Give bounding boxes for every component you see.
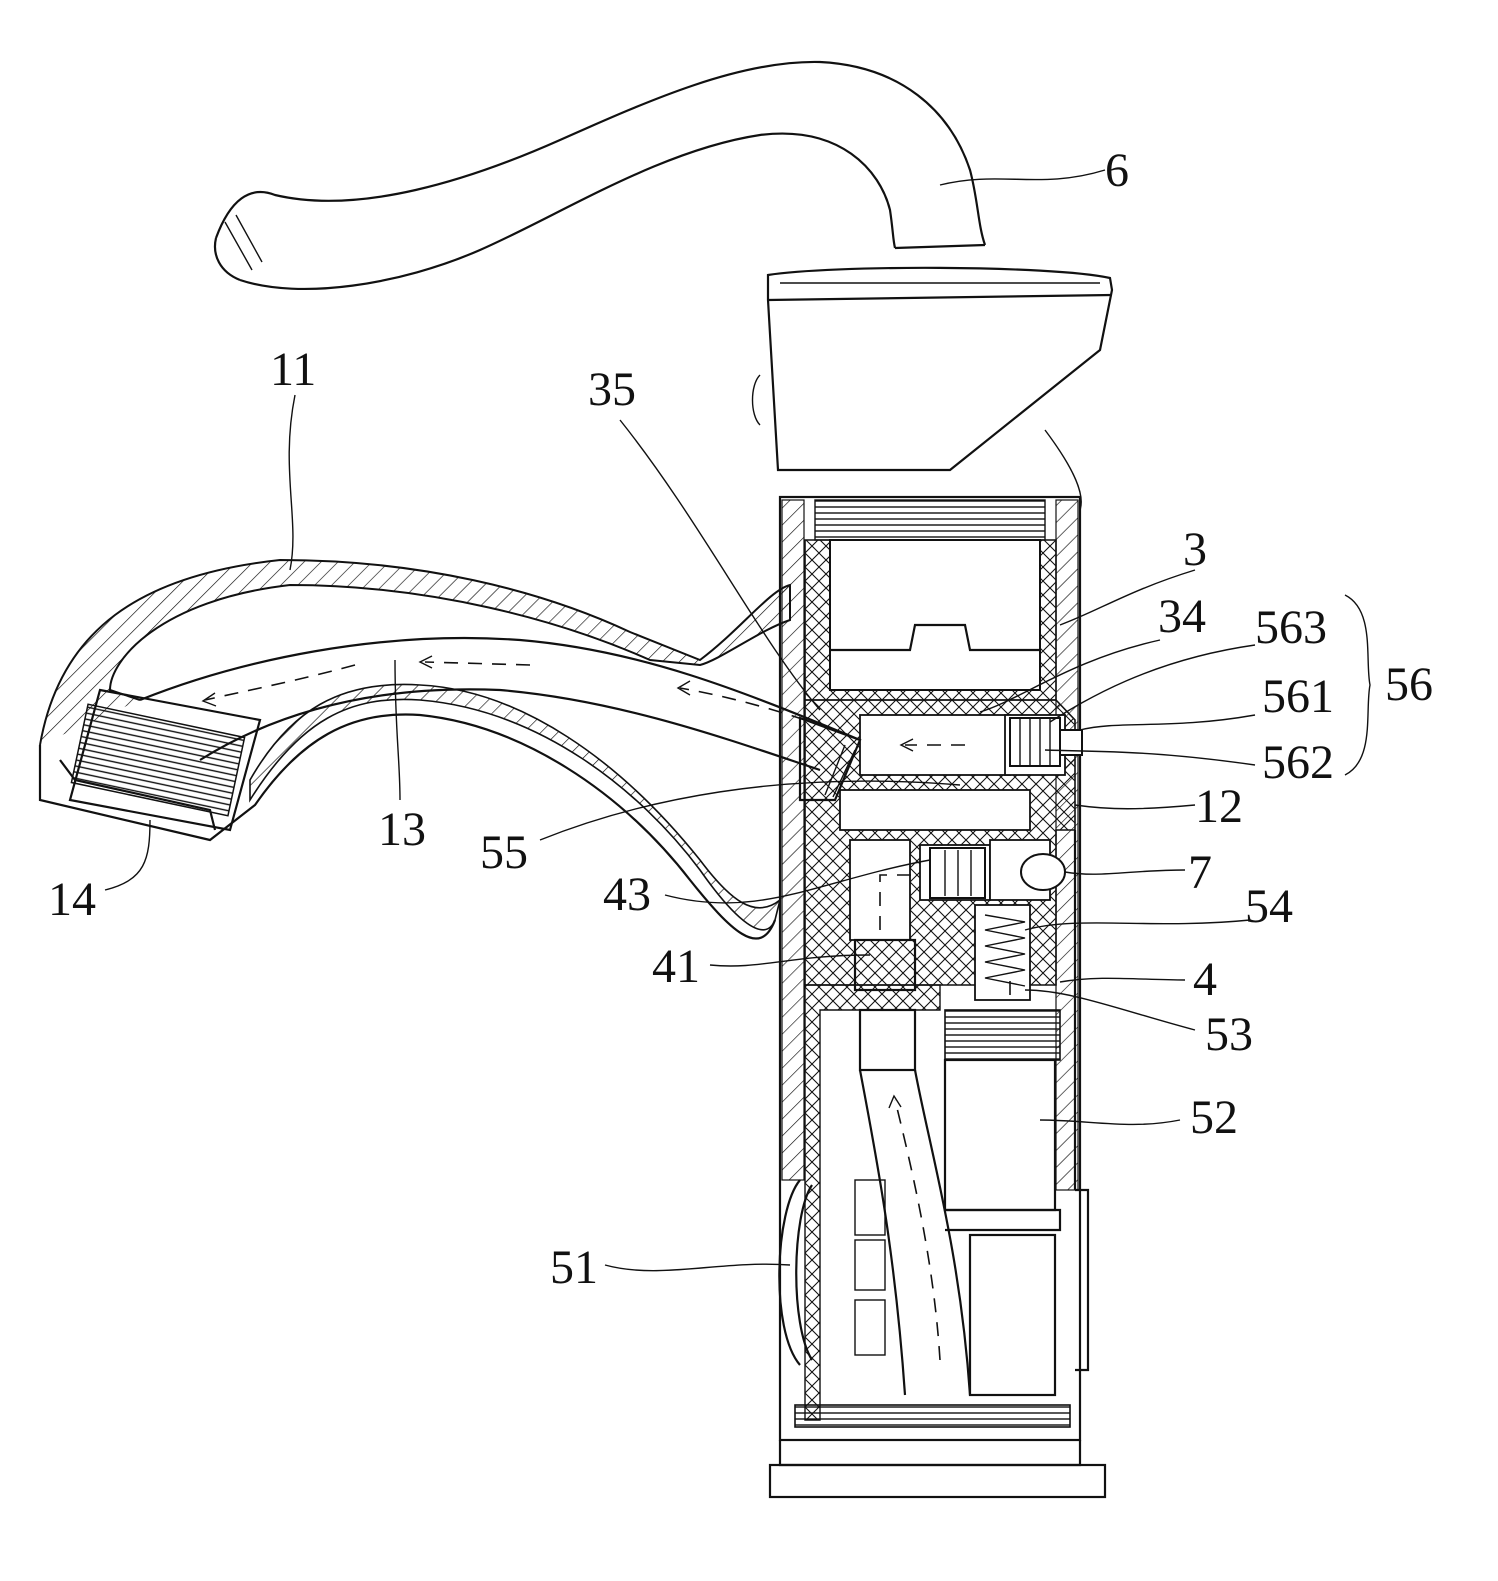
label-41: 41: [652, 940, 700, 993]
leader-6: [939, 169, 1106, 186]
label-13: 13: [378, 803, 426, 856]
spout: [38, 558, 862, 940]
label-563: 563: [1255, 601, 1327, 654]
label-3: 3: [1183, 523, 1207, 576]
leader-51: [604, 1263, 791, 1272]
flow-arrows: [201, 655, 1011, 1361]
label-12: 12: [1195, 780, 1243, 833]
leader-13: [394, 659, 401, 801]
leader-3: [1059, 569, 1196, 626]
label-43: 43: [603, 868, 651, 921]
label-55: 55: [480, 826, 528, 879]
leader-41: [709, 954, 871, 967]
handle-cap: [751, 266, 1114, 511]
label-53: 53: [1205, 1008, 1253, 1061]
label-562: 562: [1262, 736, 1334, 789]
label-56: 56: [1385, 658, 1433, 711]
label-51: 51: [550, 1241, 598, 1294]
leader-562: [1044, 749, 1256, 766]
reference-labels: 6 11 35 3 34 563 56 561 562 12 13 55 14 …: [48, 144, 1433, 1294]
leader-14: [104, 819, 151, 891]
label-4: 4: [1193, 953, 1217, 1006]
leader-4: [1059, 977, 1186, 983]
label-34: 34: [1158, 590, 1206, 643]
leader-34: [979, 639, 1161, 713]
faucet-body: [768, 495, 1107, 1499]
label-7: 7: [1188, 846, 1212, 899]
brace-56: [1344, 594, 1371, 776]
leader-52: [1039, 1119, 1181, 1126]
leader-561: [1079, 714, 1256, 731]
label-35: 35: [588, 363, 636, 416]
leader-11: [288, 394, 296, 571]
handle-lever: [213, 60, 987, 291]
label-561: 561: [1262, 670, 1334, 723]
label-14: 14: [48, 873, 96, 926]
leader-53: [1024, 989, 1196, 1031]
label-6: 6: [1105, 144, 1129, 197]
label-11: 11: [270, 343, 316, 396]
leader-54: [1024, 919, 1251, 931]
leader-lines: [104, 169, 1371, 1272]
leader-43: [664, 859, 931, 904]
leader-55: [539, 780, 961, 841]
leader-12: [1074, 804, 1196, 810]
leader-563: [1049, 644, 1256, 723]
label-54: 54: [1245, 880, 1293, 933]
label-52: 52: [1190, 1091, 1238, 1144]
leader-35: [619, 419, 821, 711]
leader-7: [1064, 869, 1186, 875]
